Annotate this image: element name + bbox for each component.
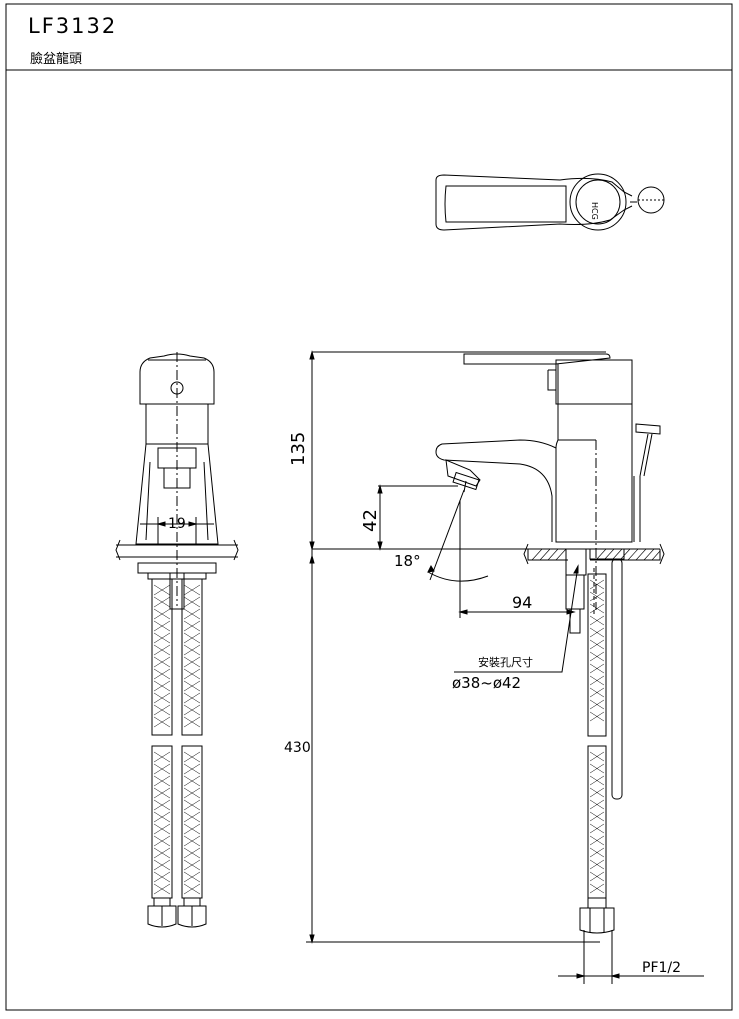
title-block: LF3132 臉盆龍頭: [6, 4, 732, 70]
front-view: 19: [115, 352, 239, 928]
side-view: [312, 353, 665, 934]
dimension-spout-height: 42: [360, 509, 381, 532]
model-number: LF3132: [28, 14, 118, 38]
product-name: 臉盆龍頭: [30, 52, 83, 67]
hcg-logo: HCG: [590, 202, 599, 220]
callout-label: 安裝孔尺寸: [478, 655, 533, 669]
callout-range: ø38~ø42: [452, 674, 521, 692]
sheet-border: [5, 3, 733, 1011]
dimension-spout-angle: 18°: [394, 552, 421, 570]
dimension-lines: [306, 350, 704, 984]
dimension-pipe-length: 430: [284, 740, 311, 756]
dimension-spout-reach: 94: [512, 593, 532, 612]
dimension-handle-width: 19: [168, 516, 186, 532]
top-view: HCG: [435, 173, 665, 231]
dimension-thread-size: PF1/2: [642, 960, 681, 976]
dimension-height-above-deck: 135: [288, 432, 309, 466]
